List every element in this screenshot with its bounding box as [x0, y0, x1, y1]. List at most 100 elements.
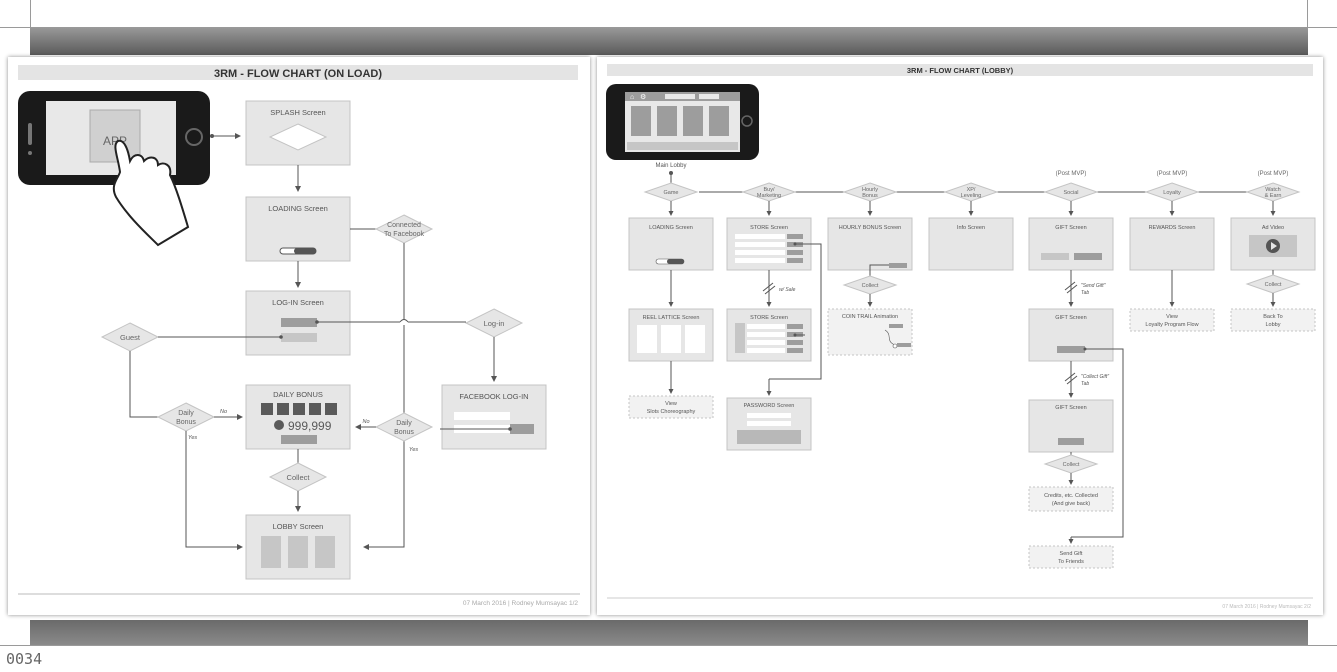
svg-text:& Earn: & Earn [1265, 193, 1282, 199]
svg-text:View: View [1166, 314, 1178, 320]
svg-text:PASSWORD Screen: PASSWORD Screen [744, 403, 795, 409]
login-label: LOG-IN Screen [272, 298, 324, 307]
svg-text:COIN TRAIL Animation: COIN TRAIL Animation [842, 314, 898, 320]
login-decision: Log-in [464, 308, 524, 338]
keyboard-icon [737, 430, 801, 444]
home-button-icon [185, 128, 203, 146]
svg-text:Collect: Collect [1265, 282, 1282, 288]
page-frame-top [30, 0, 1308, 27]
daily-bonus-box: DAILY BONUS 999,999 [245, 384, 351, 450]
svg-text:Slots Choreography: Slots Choreography [647, 409, 696, 415]
svg-text:"Collect Gift": "Collect Gift" [1081, 374, 1109, 380]
svg-text:Yes: Yes [409, 447, 418, 453]
svg-text:Yes: Yes [188, 435, 197, 441]
facebook-login-label: FACEBOOK LOG-IN [459, 392, 528, 401]
lobby-label: LOBBY Screen [273, 522, 324, 531]
coin-trail-box: COIN TRAIL Animation [827, 308, 913, 356]
flowchart-lobby: 3RM - FLOW CHART (LOBBY) ⌂ ⚙ Main Lobby … [606, 64, 1316, 610]
home-button-icon [741, 115, 753, 127]
svg-text:Bonus: Bonus [176, 419, 196, 426]
bonus-value: 999,999 [288, 419, 332, 433]
collect-decision-ad: Collect [1245, 274, 1301, 294]
decision-hourly-bonus: Hourly Bonus [842, 182, 898, 202]
loading-screen-box: LOADING Screen [628, 217, 714, 271]
svg-text:Bonus: Bonus [862, 193, 878, 199]
gift-screen-collect-box: GIFT Screen [1028, 399, 1114, 453]
loading-screen-box: LOADING Screen [245, 196, 351, 262]
svg-text:Tab: Tab [1081, 381, 1089, 387]
main-lobby-label: Main Lobby [655, 163, 686, 169]
svg-text:Hourly: Hourly [862, 187, 878, 193]
svg-text:Daily: Daily [396, 420, 412, 427]
view-slots-box: View Slots Choreography [628, 395, 714, 419]
svg-text:GIFT Screen: GIFT Screen [1055, 405, 1086, 411]
svg-text:Leveling: Leveling [961, 193, 982, 199]
svg-text:No: No [220, 409, 227, 415]
svg-text:Social: Social [1064, 190, 1079, 196]
svg-text:REEL LATTICE Screen: REEL LATTICE Screen [643, 315, 700, 321]
svg-text:Collect: Collect [1063, 462, 1080, 468]
svg-text:(Post MVP): (Post MVP) [1258, 171, 1289, 177]
svg-text:XP/: XP/ [967, 187, 976, 193]
flowchart-onload-card: 3RM - FLOW CHART (ON LOAD) APP SPLASH Sc… [8, 57, 590, 615]
decision-buy-marketing: Buy/ Marketing [741, 182, 797, 202]
svg-text:Tab: Tab [1081, 290, 1089, 296]
send-gift-friends-box: Send Gift To Friends [1028, 545, 1114, 569]
svg-text:REWARDS Screen: REWARDS Screen [1149, 225, 1196, 231]
svg-text:HOURLY BONUS Screen: HOURLY BONUS Screen [839, 225, 901, 231]
svg-text:w/ Sale: w/ Sale [779, 287, 796, 293]
svg-text:Game: Game [664, 190, 679, 196]
connected-facebook-decision: Connected To Facebook [374, 214, 434, 244]
svg-text:(Post MVP): (Post MVP) [1157, 171, 1188, 177]
svg-text:"Send Gift": "Send Gift" [1081, 283, 1106, 289]
coin-icon [274, 420, 284, 430]
decision-game: Game [643, 182, 699, 202]
flowchart-onload: 3RM - FLOW CHART (ON LOAD) APP SPLASH Sc… [18, 65, 580, 607]
panel-title-bar [18, 65, 578, 80]
view-loyalty-box: View Loyalty Program Flow [1129, 308, 1215, 332]
svg-text:Bonus: Bonus [394, 429, 414, 436]
facebook-login-box: FACEBOOK LOG-IN [441, 384, 547, 450]
lobby-screen-box: LOBBY Screen [245, 514, 351, 580]
decision-social: Social [1043, 182, 1099, 202]
login-screen-box: LOG-IN Screen [245, 290, 351, 356]
back-to-lobby-box: Back To Lobby [1230, 308, 1316, 332]
svg-text:Buy/: Buy/ [763, 187, 774, 193]
credits-collected-box: Credits, etc. Collected (And give back) [1028, 486, 1114, 512]
gift-screen-send-box: GIFT Screen [1028, 308, 1114, 362]
hourly-bonus-screen-box: HOURLY BONUS Screen [827, 217, 913, 271]
decision-watch-earn: Watch & Earn [1245, 182, 1301, 202]
splash-diamond [268, 123, 328, 151]
info-screen-box: Info Screen [928, 217, 1014, 271]
left-footer: 07 March 2016 | Rodney Mumsayac 1/2 [463, 600, 579, 607]
svg-text:(And give back): (And give back) [1052, 501, 1090, 507]
svg-text:To Friends: To Friends [1058, 559, 1084, 565]
svg-text:Credits, etc. Collected: Credits, etc. Collected [1044, 493, 1098, 499]
hand-pointer-icon [112, 139, 190, 247]
bottom-band [30, 620, 1308, 645]
gift-screen-box: GIFT Screen [1028, 217, 1114, 271]
svg-text:STORE Screen: STORE Screen [750, 225, 788, 231]
panel-title: 3RM - FLOW CHART (LOBBY) [907, 66, 1014, 75]
svg-text:Loyalty Program Flow: Loyalty Program Flow [1145, 322, 1198, 328]
svg-text:Connected: Connected [387, 222, 421, 229]
top-band [30, 27, 1308, 55]
svg-text:No: No [362, 419, 369, 425]
gear-icon: ⚙ [640, 93, 646, 101]
svg-text:STORE Screen: STORE Screen [750, 315, 788, 321]
daily-bonus-decision-left: Daily Bonus [156, 402, 216, 432]
daily-bonus-decision-right: Daily Bonus [374, 412, 434, 442]
collect-decision-hourly: Collect [842, 275, 898, 295]
top-rule-left [0, 27, 30, 28]
collect-decision: Collect [268, 462, 328, 492]
svg-text:Guest: Guest [120, 333, 141, 342]
svg-text:Send Gift: Send Gift [1060, 551, 1083, 557]
svg-text:Back To: Back To [1263, 314, 1282, 320]
svg-text:LOADING Screen: LOADING Screen [649, 225, 693, 231]
svg-text:Collect: Collect [862, 283, 879, 289]
decision-loyalty: Loyalty [1144, 182, 1200, 202]
svg-text:(Post MVP): (Post MVP) [1056, 171, 1087, 177]
top-rule-right [1308, 27, 1337, 28]
right-footer: 07 March 2016 | Rodney Mumsayac 2/2 [1222, 604, 1311, 610]
svg-text:GIFT Screen: GIFT Screen [1055, 225, 1086, 231]
